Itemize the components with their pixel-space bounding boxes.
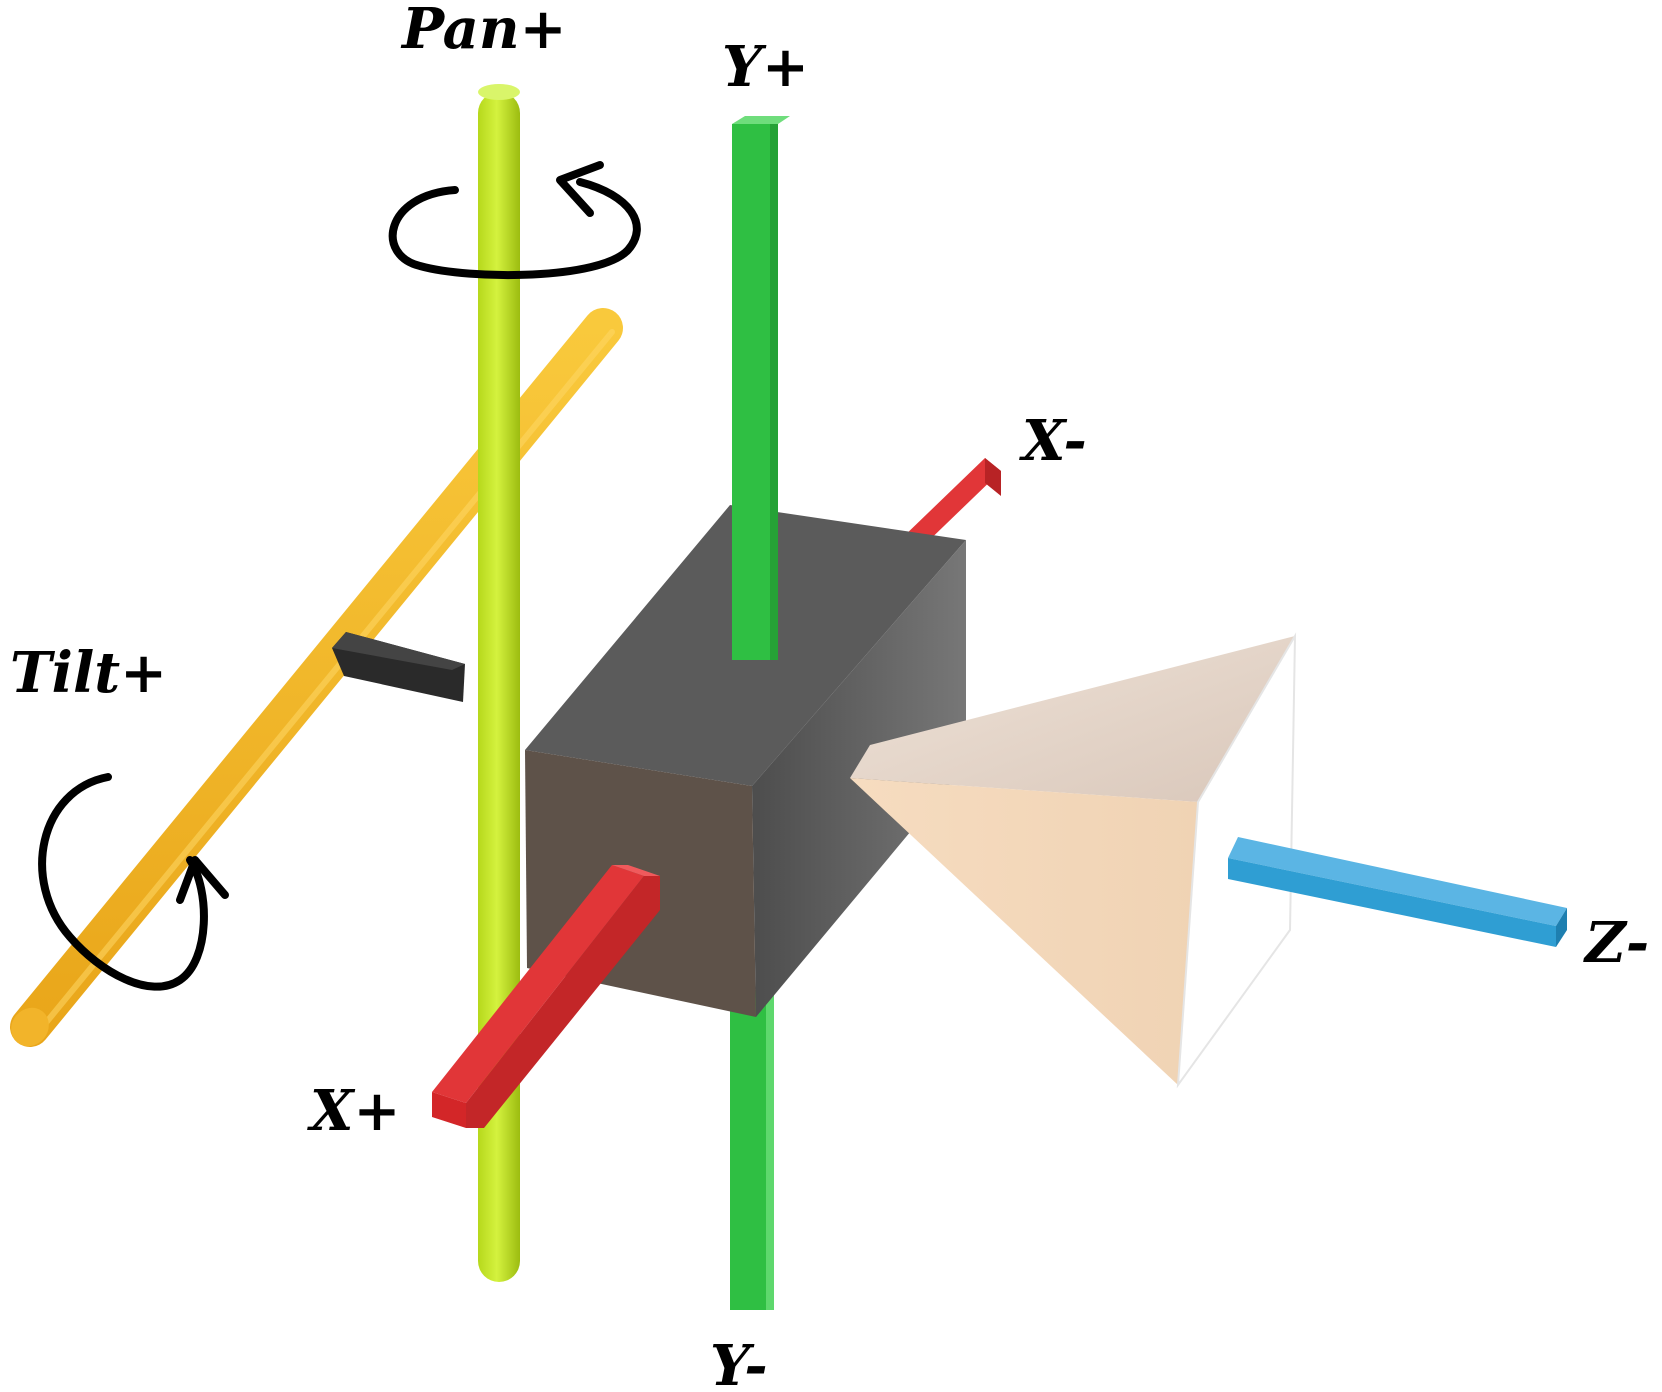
mount-arm	[332, 632, 465, 702]
pan-label: Pan+	[400, 0, 567, 62]
pan-axis-rod	[478, 84, 520, 1282]
y-axis-upper	[732, 116, 790, 660]
x-axis-far	[900, 458, 1001, 553]
y-axis-lower	[730, 990, 774, 1310]
tilt-rotation-icon	[38, 773, 229, 991]
x-minus-label: X-	[1019, 408, 1087, 474]
y-minus-label: Y-	[710, 1333, 768, 1392]
z-axis	[1228, 837, 1567, 947]
tilt-label: Tilt+	[10, 640, 167, 706]
x-axis-near	[432, 865, 660, 1128]
z-minus-label: Z-	[1583, 910, 1649, 976]
y-plus-label: Y+	[722, 34, 809, 100]
pan-rotation-icon	[388, 161, 641, 280]
x-plus-label: X+	[307, 1078, 400, 1144]
